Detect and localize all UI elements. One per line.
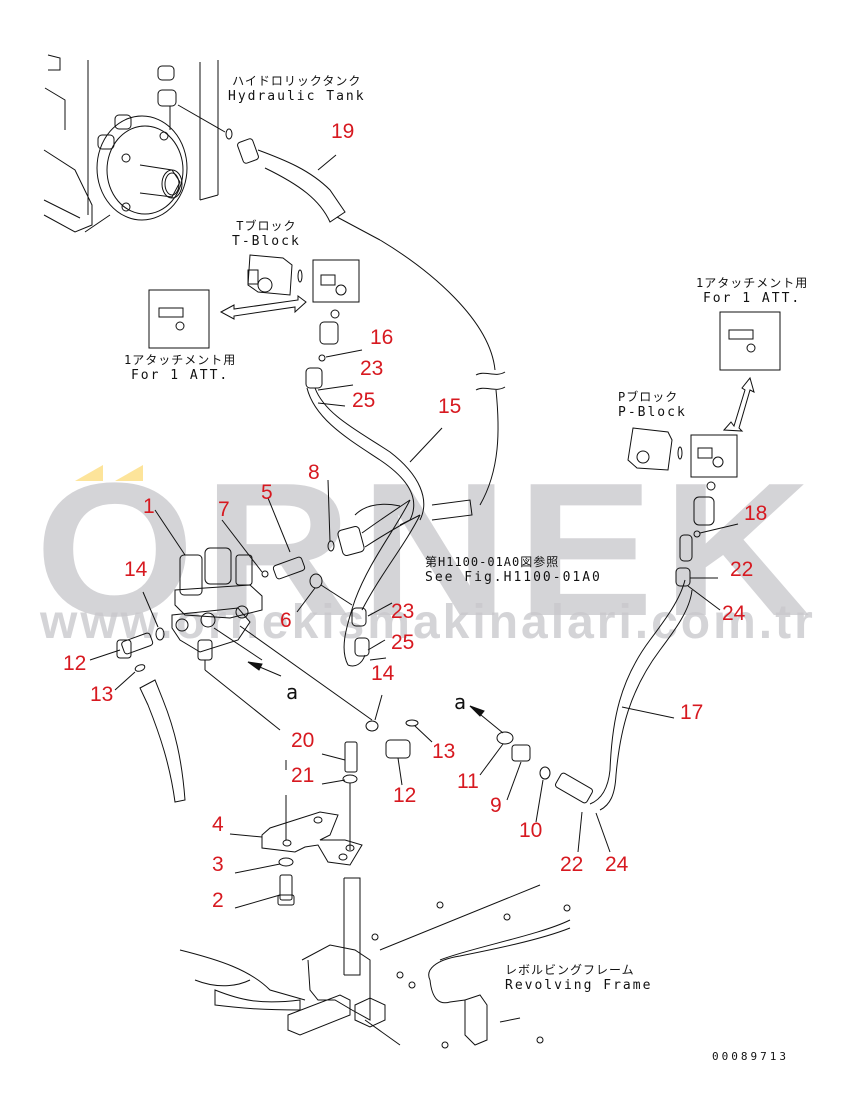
- right-fittings: [469, 481, 739, 853]
- flow-marker-a-right: a: [454, 690, 467, 714]
- for-1-att-left-label: 1アタッチメント用 For 1 ATT.: [124, 353, 237, 383]
- callout-5: 5: [261, 481, 273, 504]
- flow-arrow-a-left: [247, 661, 282, 677]
- callout-13: 13: [90, 683, 114, 706]
- callout-22: 22: [560, 853, 584, 876]
- p-block: [627, 311, 781, 478]
- fitting-12-left: [89, 591, 186, 803]
- watermark-url: www.ornekismakinalari.com.tr: [40, 596, 816, 649]
- hydraulic-tank: [43, 54, 233, 233]
- callout-24: 24: [722, 602, 746, 625]
- callout-23: 23: [360, 357, 384, 380]
- see-figure-reference: 第H1100-01A0図参照 See Fig.H1100-01A0: [425, 555, 602, 585]
- callout-7: 7: [218, 498, 230, 521]
- hydraulic-tank-label: ハイドロリックタンク Hydraulic Tank: [228, 74, 366, 104]
- callout-11: 11: [457, 770, 479, 793]
- callout-13: 13: [432, 740, 456, 763]
- callout-16: 16: [370, 326, 394, 349]
- watermark-brand: ORNEK: [35, 444, 820, 656]
- center-fittings: [285, 694, 433, 850]
- callout-10: 10: [519, 819, 543, 842]
- callout-1: 1: [143, 495, 155, 518]
- callout-3: 3: [212, 853, 224, 876]
- t-block-label: Tブロック T-Block: [232, 219, 301, 249]
- callout-22: 22: [730, 558, 754, 581]
- callout-12: 12: [393, 784, 417, 807]
- callout-6: 6: [280, 609, 292, 632]
- flow-marker-a-left: a: [286, 680, 299, 704]
- drawing-number: 00089713: [712, 1050, 789, 1063]
- callout-2: 2: [212, 889, 224, 912]
- callout-15: 15: [438, 395, 462, 418]
- callout-14: 14: [124, 558, 148, 581]
- callout-20: 20: [291, 729, 315, 752]
- callout-18: 18: [744, 502, 768, 525]
- t-block: [148, 254, 363, 362]
- callout-25: 25: [352, 389, 376, 412]
- callout-17: 17: [680, 701, 704, 724]
- hose-15: [305, 367, 473, 667]
- callout-24: 24: [605, 853, 629, 876]
- callout-12: 12: [63, 652, 87, 675]
- callout-21: 21: [291, 764, 315, 787]
- bracket-4: [229, 811, 363, 909]
- hose-19: [237, 138, 506, 506]
- callout-19: 19: [331, 120, 355, 143]
- p-block-label: Pブロック P-Block: [618, 390, 687, 420]
- callout-14: 14: [371, 662, 395, 685]
- callout-9: 9: [490, 794, 502, 817]
- revolving-frame: [179, 877, 571, 1049]
- watermark-accent: [75, 465, 143, 481]
- revolving-frame-label: レボルビングフレーム Revolving Frame: [505, 963, 653, 993]
- callout-4: 4: [212, 813, 224, 836]
- callout-23: 23: [391, 600, 415, 623]
- for-1-att-right-label: 1アタッチメント用 For 1 ATT.: [696, 276, 809, 306]
- callout-25: 25: [391, 631, 415, 654]
- solenoid-valve-1: [154, 479, 373, 731]
- callout-8: 8: [308, 461, 320, 484]
